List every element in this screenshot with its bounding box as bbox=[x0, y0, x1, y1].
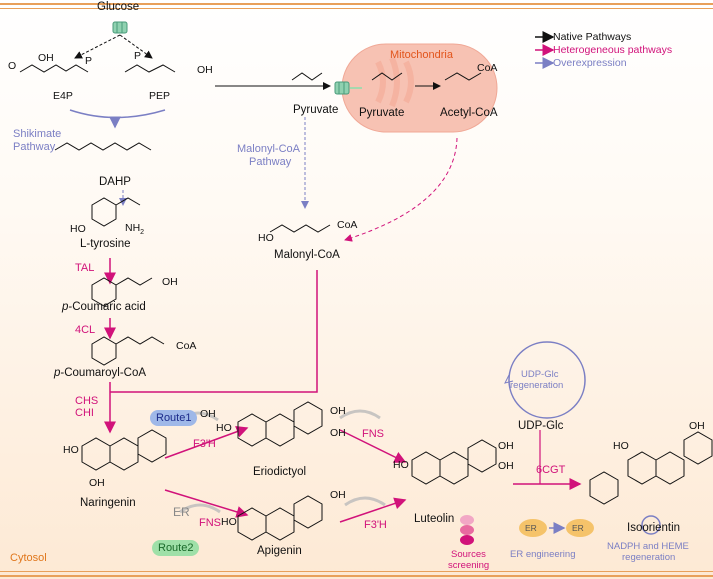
chs-enzyme: CHS bbox=[75, 395, 99, 407]
chem-label-oh: OH bbox=[38, 52, 54, 64]
pyruvate-mito-label: Pyruvate bbox=[359, 107, 405, 119]
coumaric-oh: OH bbox=[162, 276, 178, 288]
er-left-icon-label: ER bbox=[525, 523, 537, 533]
eriodictyol-ho: HO bbox=[216, 422, 232, 434]
nadph-regeneration-icon bbox=[641, 515, 661, 535]
top-border-line bbox=[0, 3, 713, 5]
malonyl-coa-label: Malonyl-CoA bbox=[274, 249, 340, 261]
legend-overexpression: Overexpression bbox=[553, 57, 627, 69]
mitochondria-label: Mitochondria bbox=[390, 49, 453, 61]
glucose-label: Glucose bbox=[97, 1, 140, 13]
transporter-icon bbox=[334, 81, 350, 95]
dahp-label: DAHP bbox=[99, 176, 131, 188]
4cl-enzyme: 4CL bbox=[75, 324, 96, 336]
f3h-enzyme-route1: F3'H bbox=[193, 438, 216, 450]
legend-heterogeneous: Heterogeneous pathways bbox=[553, 44, 673, 56]
eriodictyol-oh: OH bbox=[330, 405, 346, 417]
e4p-label: E4P bbox=[53, 90, 73, 102]
eriodictyol-oh2: OH bbox=[330, 427, 346, 439]
naringenin-oh: OH bbox=[89, 477, 105, 489]
eriodictyol-label: Eriodictyol bbox=[253, 466, 307, 478]
nh2-label: NH2 bbox=[125, 222, 145, 237]
bottom-border-line-thin bbox=[0, 571, 713, 572]
route2-badge: Route2 bbox=[152, 540, 200, 556]
malonyl-chem-ho: HO bbox=[258, 232, 274, 244]
cytosol-label: Cytosol bbox=[10, 552, 47, 564]
chem-label-p: P bbox=[85, 55, 93, 67]
chem-label-oh2: OH bbox=[197, 64, 213, 76]
acetyl-coa-chem: CoA bbox=[477, 62, 498, 74]
chem-label-p2: P bbox=[134, 50, 142, 62]
pep-label: PEP bbox=[149, 90, 171, 102]
udp-regeneration-cycle bbox=[508, 341, 586, 419]
6cgt-enzyme: 6CGT bbox=[536, 464, 566, 476]
p-coumaroyl-coa-label: p-Coumaroyl-CoA bbox=[54, 367, 147, 379]
sources-screening-line1: Sources bbox=[451, 549, 486, 560]
naringenin-label: Naringenin bbox=[80, 497, 136, 509]
legend-native: Native Pathways bbox=[553, 31, 632, 43]
p-coumaric-acid-label: p-Coumaric acid bbox=[62, 301, 146, 313]
shikimate-pathway-line1: Shikimate bbox=[13, 128, 62, 140]
chem-label-o: O bbox=[8, 60, 17, 72]
shikimate-pathway-line2: Pathway bbox=[13, 141, 56, 153]
sources-screening-line2: screening bbox=[448, 560, 490, 571]
nadph-line2: regeneration bbox=[622, 552, 676, 563]
malonyl-pathway-line1: Malonyl-CoA bbox=[237, 143, 300, 155]
f3h-enzyme-route2: F3'H bbox=[364, 519, 387, 531]
er-engineering-label: ER engineering bbox=[510, 549, 576, 560]
fns-enzyme-route1: FNS bbox=[362, 428, 384, 440]
sources-screening-icon bbox=[460, 515, 474, 545]
chi-enzyme: CHI bbox=[75, 407, 94, 419]
acetyl-coa-label: Acetyl-CoA bbox=[440, 107, 498, 119]
luteolin-oh2: OH bbox=[498, 460, 514, 472]
luteolin-label: Luteolin bbox=[414, 513, 455, 525]
er-label: ER bbox=[173, 505, 190, 519]
tyrosine-ho: HO bbox=[70, 223, 86, 235]
udp-regen-line1: UDP-Glc bbox=[521, 369, 559, 380]
apigenin-label: Apigenin bbox=[257, 545, 302, 557]
l-tyrosine-label: L-tyrosine bbox=[80, 238, 131, 250]
luteolin-ho: HO bbox=[393, 459, 409, 471]
isoorientin-label: Isoorientin bbox=[627, 522, 681, 534]
er-engineering-icon bbox=[519, 519, 594, 537]
malonyl-pathway-line2: Pathway bbox=[249, 156, 292, 168]
udp-glc-label: UDP-Glc bbox=[518, 420, 564, 432]
er-right-icon-label: ER bbox=[572, 523, 584, 533]
naringenin-ho: HO bbox=[63, 444, 79, 456]
top-border-line-thin bbox=[0, 8, 713, 9]
pyruvate-cyto-label: Pyruvate bbox=[293, 104, 339, 116]
coumaroyl-coa-chem: CoA bbox=[176, 340, 197, 352]
isoorientin-ho: HO bbox=[613, 440, 629, 452]
glucose-transporter-icon bbox=[112, 21, 128, 34]
isoorientin-oh: OH bbox=[689, 420, 705, 432]
nadph-line1: NADPH and HEME bbox=[607, 541, 689, 552]
naringenin-oh2: OH bbox=[200, 408, 216, 420]
bottom-border-line bbox=[0, 575, 713, 577]
tal-enzyme: TAL bbox=[75, 262, 95, 274]
apigenin-oh: OH bbox=[330, 489, 346, 501]
apigenin-ho: HO bbox=[221, 516, 237, 528]
malonyl-coa-chem: CoA bbox=[337, 219, 358, 231]
udp-regen-line2: regeneration bbox=[510, 380, 564, 391]
route1-badge: Route1 bbox=[150, 410, 198, 426]
luteolin-oh: OH bbox=[498, 440, 514, 452]
fns-enzyme-route2: FNS bbox=[199, 517, 221, 529]
